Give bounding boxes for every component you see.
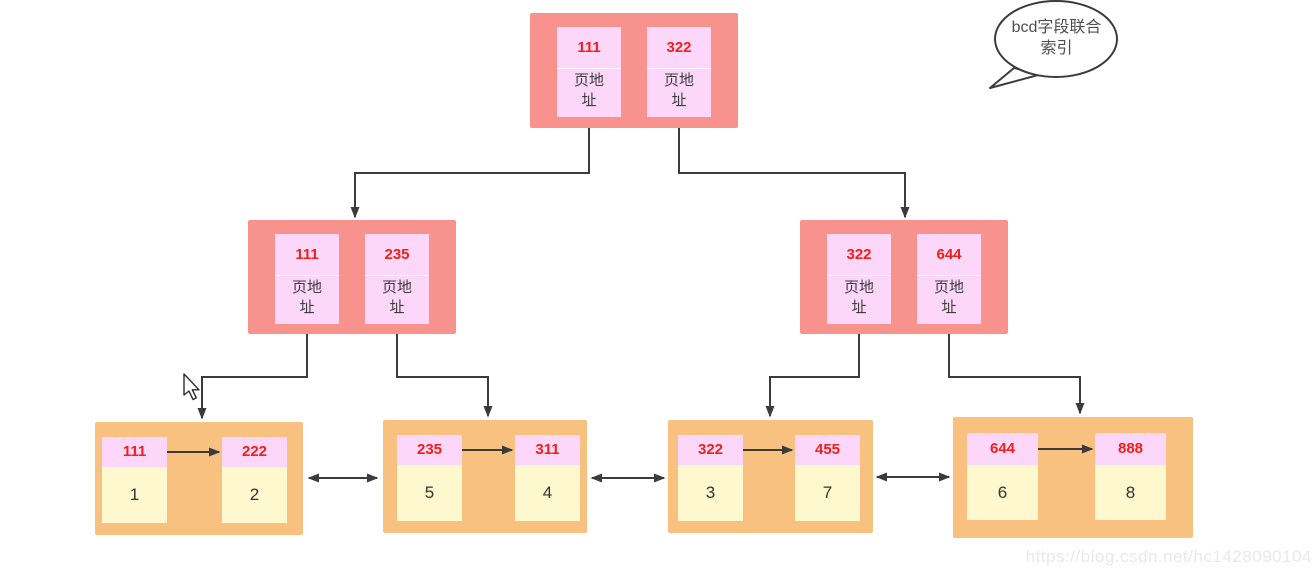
record-key: 455 <box>795 435 860 465</box>
index-key: 322 <box>827 234 891 276</box>
record-key: 235 <box>397 435 462 465</box>
record-value: 1 <box>102 467 167 523</box>
index-entry: 322 页地址 <box>827 234 891 324</box>
page-address-label: 页地址 <box>933 279 964 316</box>
callout-text-line2: 索引 <box>1040 40 1073 57</box>
mouse-cursor <box>183 373 200 401</box>
index-entry: 644 页地址 <box>917 234 981 324</box>
leaf-record: 322 3 <box>678 435 743 521</box>
page-address-label: 页地址 <box>291 279 322 316</box>
index-key: 322 <box>647 27 711 69</box>
record-value: 8 <box>1095 465 1166 520</box>
index-key: 111 <box>557 27 621 69</box>
index-entry: 111 页地址 <box>557 27 621 117</box>
watermark: https://blog.csdn.net/hc1428090104 <box>1025 547 1312 566</box>
connector-root-to-right-branch <box>678 128 910 219</box>
leaf-record: 111 1 <box>102 437 167 523</box>
page-address-label: 页地址 <box>843 279 874 316</box>
record-value: 4 <box>515 465 580 521</box>
index-entry: 235 页地址 <box>365 234 429 324</box>
connector-left-branch-to-leaf2 <box>396 334 493 418</box>
page-address-label: 页地址 <box>663 72 694 109</box>
leaf-node-4[interactable]: 644 6 888 8 <box>953 417 1193 538</box>
leaf-record: 888 8 <box>1095 433 1166 520</box>
page-address-label: 页地址 <box>573 72 604 109</box>
connector-root-to-left-branch <box>350 128 590 219</box>
index-entry: 322 页地址 <box>647 27 711 117</box>
record-value: 6 <box>967 465 1038 520</box>
record-value: 3 <box>678 465 743 521</box>
leaf-node-1[interactable]: 111 1 222 2 <box>95 422 303 535</box>
record-value: 7 <box>795 465 860 521</box>
record-value: 5 <box>397 465 462 521</box>
connector-left-branch-to-leaf1 <box>197 334 308 420</box>
leaf-node-3[interactable]: 322 3 455 7 <box>668 420 873 533</box>
leaf-record: 455 7 <box>795 435 860 521</box>
index-node-branch-left[interactable]: 111 页地址 235 页地址 <box>248 220 456 334</box>
record-key: 311 <box>515 435 580 465</box>
index-key: 644 <box>917 234 981 276</box>
leaf-node-2[interactable]: 235 5 311 4 <box>383 420 587 533</box>
page-address-label: 页地址 <box>381 279 412 316</box>
index-key: 235 <box>365 234 429 276</box>
connector-right-branch-to-leaf3 <box>765 334 860 418</box>
record-key: 222 <box>222 437 287 467</box>
record-key: 644 <box>967 433 1038 465</box>
index-key: 111 <box>275 234 339 276</box>
record-value: 2 <box>222 467 287 523</box>
record-key: 888 <box>1095 433 1166 465</box>
index-node-branch-right[interactable]: 322 页地址 644 页地址 <box>800 220 1008 334</box>
connector-right-branch-to-leaf4 <box>948 334 1085 415</box>
leaf-record: 311 4 <box>515 435 580 521</box>
leaf-record: 644 6 <box>967 433 1038 520</box>
leaf-record: 235 5 <box>397 435 462 521</box>
callout-bubble-tail <box>989 67 1043 89</box>
callout-text-line1: bcd字段联合 <box>1011 19 1102 36</box>
callout-bubble-text: bcd字段联合 索引 <box>1000 17 1113 59</box>
record-key: 111 <box>102 437 167 467</box>
record-key: 322 <box>678 435 743 465</box>
index-entry: 111 页地址 <box>275 234 339 324</box>
leaf-record: 222 2 <box>222 437 287 523</box>
index-node-root[interactable]: 111 页地址 322 页地址 <box>530 13 738 128</box>
